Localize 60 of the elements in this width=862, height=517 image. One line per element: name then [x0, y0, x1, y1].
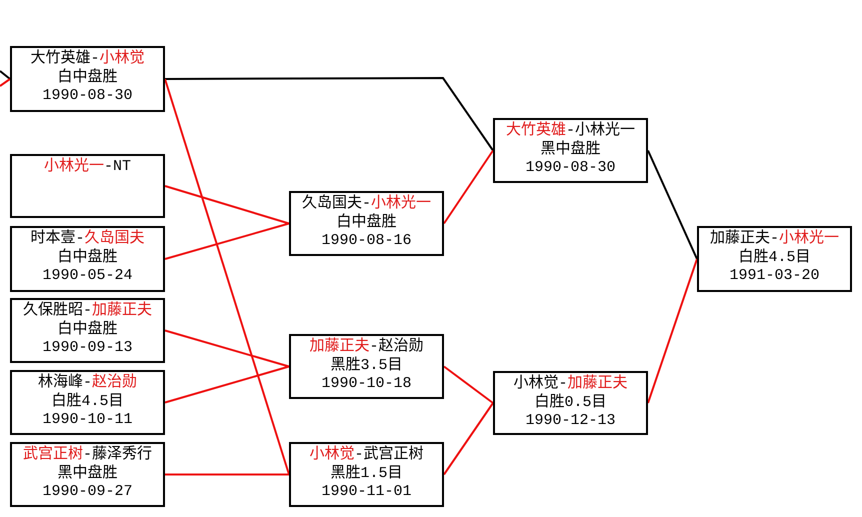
result-text: 白胜4.5目	[51, 392, 124, 411]
result-text: 白中盘胜	[58, 320, 118, 339]
date-text: 1990-12-13	[525, 412, 616, 430]
date-text: 1990-08-16	[321, 232, 412, 250]
match-box	[493, 371, 648, 435]
connector-line	[0, 78, 11, 87]
connector-line	[164, 366, 290, 404]
connector-line	[165, 474, 289, 476]
result-text: 黑中盘胜	[58, 464, 118, 483]
match-box	[289, 442, 444, 507]
connector-line	[164, 78, 290, 475]
connector-line	[443, 150, 494, 224]
connector-line	[0, 70, 11, 80]
date-text: 1990-11-01	[321, 483, 412, 502]
match-box	[10, 442, 165, 507]
match-box	[697, 226, 852, 292]
player-names: 加藤正夫-赵治勋	[309, 338, 424, 356]
result-text: 黑胜1.5目	[330, 464, 402, 483]
match-box	[10, 154, 165, 218]
player-names: 久岛国夫-小林光一	[302, 195, 431, 213]
connector-line	[443, 366, 494, 404]
connector-line	[164, 222, 290, 260]
player-names: 小林光一-NT	[44, 158, 131, 176]
result-text: 白胜4.5目	[738, 248, 810, 267]
result-text: 白中盘胜	[336, 214, 396, 232]
player-names: 小林觉-武宫正树	[309, 446, 424, 464]
player-names: 久保胜昭-加藤正夫	[22, 302, 152, 320]
result-text: 白中盘胜	[58, 248, 118, 267]
match-box	[10, 370, 165, 435]
player-names: 大竹英雄-小林觉	[30, 50, 144, 68]
date-text: 1990-08-30	[42, 87, 132, 106]
connector-line	[164, 185, 290, 224]
player-names: 加藤正夫-小林光一	[710, 230, 839, 248]
result-text: 白胜0.5目	[534, 394, 606, 412]
result-text: 白中盘胜	[58, 68, 118, 87]
match-box	[10, 226, 165, 292]
connector-line	[165, 77, 494, 152]
date-text: 1990-10-18	[321, 375, 412, 394]
date-text: 1990-08-30	[525, 159, 616, 178]
result-text: 黑胜3.5目	[330, 356, 402, 375]
date-text: 1990-09-27	[42, 483, 132, 502]
player-names: 小林觉-加藤正夫	[513, 375, 628, 394]
date-text: 1991-03-20	[729, 267, 820, 286]
connector-line	[647, 258, 698, 404]
player-names: 武宫正树-藤泽秀行	[22, 446, 152, 464]
connector-line	[164, 330, 290, 368]
match-box	[10, 298, 165, 363]
match-box	[10, 46, 165, 112]
result-text: 黑中盘胜	[540, 140, 600, 159]
connector-line	[443, 402, 494, 476]
date-text: 1990-09-13	[42, 339, 132, 358]
player-names: 林海峰-赵治勋	[38, 374, 137, 392]
player-names: 时本壹-久岛国夫	[30, 230, 144, 248]
match-box	[289, 191, 444, 256]
date-text: 1990-10-11	[42, 411, 132, 430]
connector-line	[647, 150, 698, 260]
match-box	[493, 118, 648, 183]
player-names: 大竹英雄-小林光一	[506, 122, 635, 140]
date-text: 1990-05-24	[42, 267, 132, 286]
match-box	[289, 334, 444, 399]
